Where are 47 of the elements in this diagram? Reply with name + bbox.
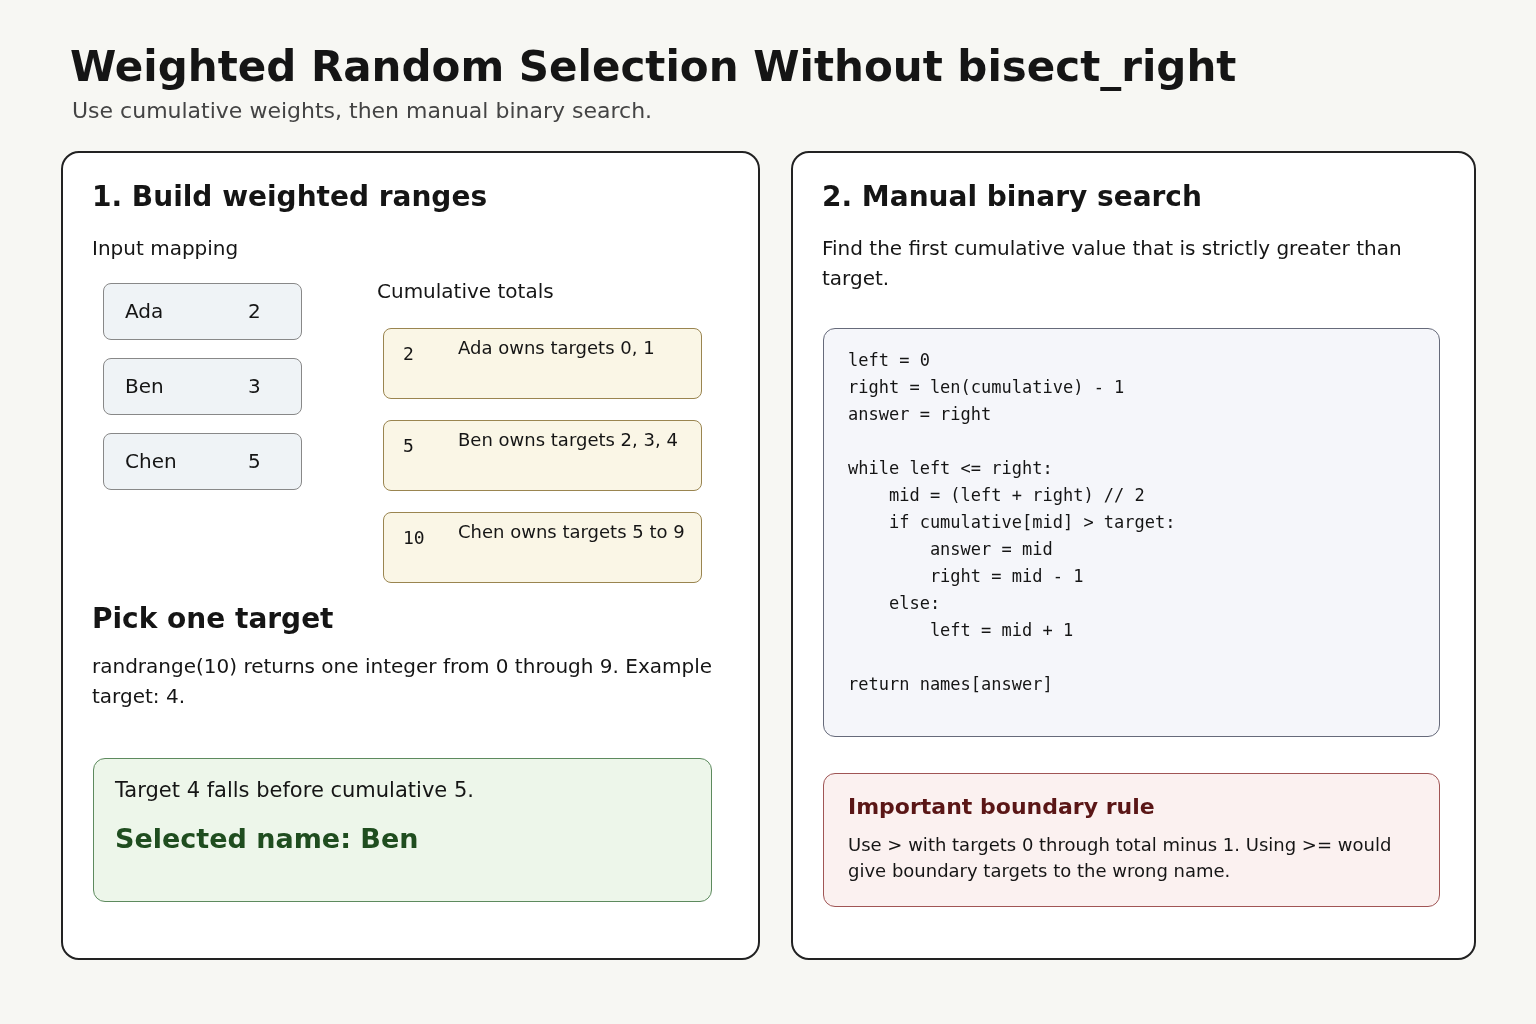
panel-card <box>61 151 760 960</box>
range-box <box>383 512 702 583</box>
range-description: Ben owns targets 2, 3, 4 <box>458 428 679 452</box>
result-text: Target 4 falls before cumulative 5. <box>115 777 474 804</box>
code-line: answer = right <box>848 403 992 425</box>
range-box <box>383 420 702 491</box>
range-description: Ada owns targets 0, 1 <box>458 336 656 360</box>
weight-value: 2 <box>248 298 261 324</box>
section-label: Find the first cumulative value that is strictly greater than target. <box>822 235 1403 292</box>
code-line: right = mid - 1 <box>928 565 1084 587</box>
code-line: return names[answer] <box>848 673 1053 695</box>
cumulative-value: 2 <box>403 342 414 365</box>
paragraph: randrange(10) returns one integer from 0 through 9. Example target: 4. <box>92 653 713 710</box>
name-label: Ada <box>125 298 164 324</box>
code-line: while left <= right: <box>848 457 1053 479</box>
selected-name: Selected name: Ben <box>115 822 419 856</box>
mapping-box <box>103 433 302 490</box>
code-line: else: <box>887 592 941 614</box>
weight-value: 3 <box>248 373 261 399</box>
note-text: Use > with targets 0 through total minus 1. Using >= would give boundary targets to the wrong name. <box>848 833 1393 883</box>
section-heading: Pick one target <box>92 601 334 637</box>
code-line: answer = mid <box>928 538 1053 560</box>
result-box <box>93 758 712 902</box>
code-line: mid = (left + right) // 2 <box>887 484 1145 506</box>
name-label: Chen <box>125 448 177 474</box>
mapping-box <box>103 358 302 415</box>
note-box <box>823 773 1440 907</box>
code-line: left = 0 <box>848 349 930 371</box>
panel-heading: 1. Build weighted ranges <box>92 179 488 215</box>
note-heading: Important boundary rule <box>848 793 1155 821</box>
panel-card <box>791 151 1476 960</box>
code-box <box>823 328 1440 737</box>
code-line: right = len(cumulative) - 1 <box>848 376 1125 398</box>
cumulative-value: 10 <box>403 526 425 549</box>
panel-heading: 2. Manual binary search <box>822 179 1202 215</box>
name-label: Ben <box>125 373 164 399</box>
section-label: Cumulative totals <box>377 278 554 304</box>
range-description: Chen owns targets 5 to 9 <box>458 520 686 544</box>
range-box <box>383 328 702 399</box>
title: Weighted Random Selection Without bisect_right <box>70 42 1237 91</box>
section-label: Input mapping <box>92 235 240 262</box>
mapping-box <box>103 283 302 340</box>
weight-value: 5 <box>248 448 261 474</box>
code-line: if cumulative[mid] > target: <box>887 511 1176 533</box>
cumulative-value: 5 <box>403 434 414 457</box>
code-line: left = mid + 1 <box>928 619 1074 641</box>
subtitle: Use cumulative weights, then manual binary search. <box>72 98 653 123</box>
